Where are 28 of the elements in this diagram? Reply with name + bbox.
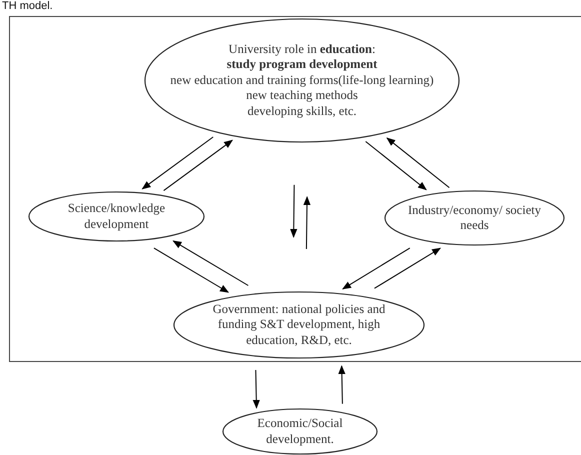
arrow: [163, 140, 233, 192]
ellipse-node: [222, 408, 378, 455]
arrow: [290, 184, 298, 238]
node-text: study program development: [226, 57, 378, 73]
arrow: [303, 196, 311, 250]
arrow: [338, 365, 346, 404]
arrow: [252, 370, 260, 409]
ellipse-node: [144, 18, 460, 143]
node-heading: University role in education:: [228, 42, 376, 58]
ellipse-node: [384, 190, 565, 246]
frame-box: [9, 16, 581, 362]
arrow: [142, 136, 214, 190]
node-heading: Economic/Social development.: [256, 416, 344, 447]
arrow: [365, 140, 427, 190]
ellipse-node: [173, 291, 425, 359]
node-heading: Government: national policies and funding S&T development, high education, R&D, etc.: [212, 302, 386, 348]
arrow: [386, 138, 450, 188]
node-text: new teaching methods: [246, 88, 358, 104]
node-heading: Industry/economy/ society needs: [407, 202, 542, 234]
node-text: new education and training forms(life-long learning): [170, 72, 434, 88]
arrow: [172, 240, 249, 286]
arrow: [153, 248, 230, 293]
node-heading: Science/knowledge development: [66, 201, 166, 232]
arrow: [374, 248, 442, 289]
node-text: developing skills, etc.: [247, 104, 356, 120]
diagram-title: TH model.: [2, 0, 53, 12]
arrow: [342, 248, 410, 290]
ellipse-node: [28, 191, 205, 242]
